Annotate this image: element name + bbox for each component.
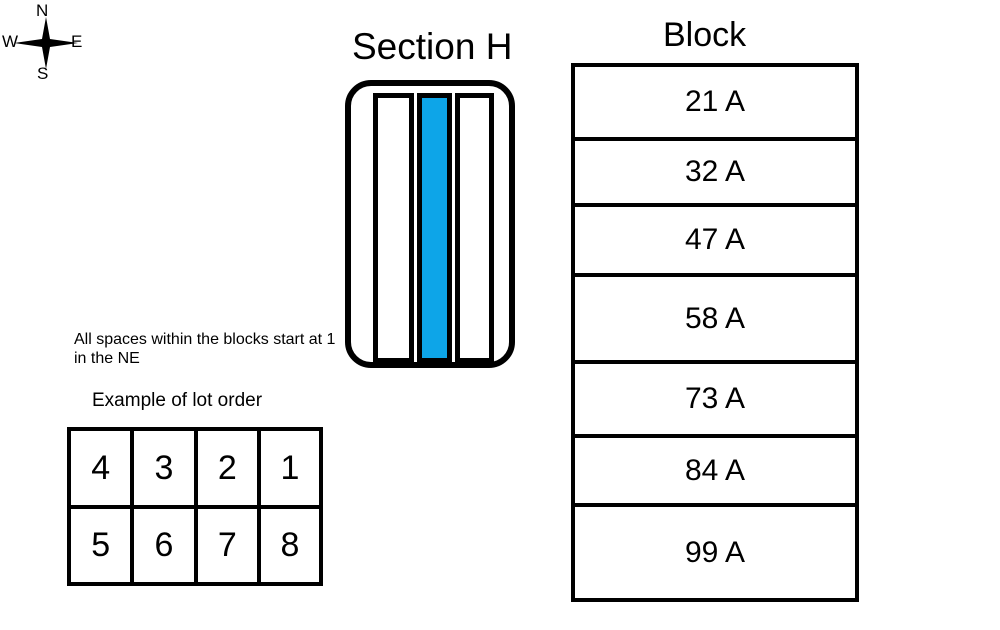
- lot-order-cell[interactable]: 7: [193, 508, 257, 582]
- section-row-west[interactable]: [373, 93, 414, 363]
- block-cell[interactable]: 58 A: [575, 273, 855, 360]
- section-row-east[interactable]: [455, 93, 494, 363]
- lot-order-cell[interactable]: 5: [91, 526, 111, 565]
- lot-order-grid: 4 3 2 1 5 6 7 8: [67, 427, 323, 586]
- block-cell[interactable]: 32 A: [575, 137, 855, 203]
- block-cell[interactable]: 21 A: [684, 85, 746, 118]
- section-h-block-diagram: [345, 80, 515, 368]
- compass-label-east: E: [71, 32, 83, 51]
- lot-order-row: 4 3 2 1: [71, 431, 319, 505]
- lot-order-cell[interactable]: 8: [256, 508, 319, 582]
- lot-order-cell[interactable]: 1: [256, 431, 319, 505]
- note-text: All spaces within the blocks start at 1 …: [74, 331, 336, 367]
- block-cell[interactable]: 84 A: [575, 434, 855, 503]
- lot-order-cell[interactable]: 2: [193, 431, 257, 505]
- compass-label-south: S: [37, 64, 49, 83]
- block-table: 21 A 32 A 47 A 58 A 73 A 84 A 99 A: [571, 63, 859, 602]
- lot-order-row: 5 6 7 8: [71, 504, 319, 582]
- compass-rose: N W E S: [0, 0, 110, 92]
- lot-order-cell[interactable]: 4: [91, 448, 111, 487]
- lot-order-cell[interactable]: 3: [130, 431, 193, 505]
- block-cell[interactable]: 73 A: [575, 360, 855, 434]
- lot-order-cell[interactable]: 6: [130, 508, 193, 582]
- compass-label-west: W: [2, 32, 19, 51]
- compass-label-north: N: [36, 1, 49, 20]
- section-h-title: Section H: [352, 26, 513, 67]
- block-column-title: Block: [663, 16, 747, 54]
- block-cell[interactable]: 99 A: [575, 503, 855, 598]
- section-row-center[interactable]: [417, 93, 452, 363]
- block-cell[interactable]: 47 A: [575, 203, 855, 273]
- compass-star-icon: [14, 17, 78, 69]
- lot-order-caption: Example of lot order: [92, 390, 263, 411]
